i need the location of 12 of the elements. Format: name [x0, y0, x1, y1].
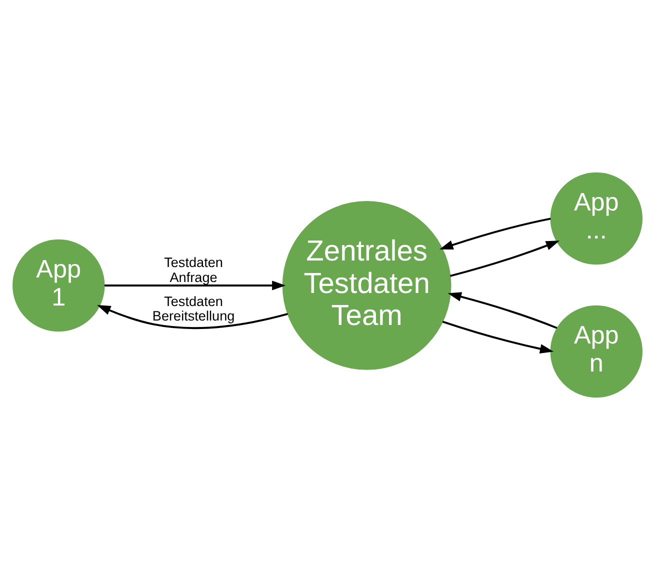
arrow: [442, 320, 554, 354]
edge-label: Testdaten Anfrage: [164, 255, 223, 285]
node-circle: Zentrales Testdaten Team: [282, 201, 452, 370]
arrow: [448, 292, 558, 329]
node-circle: App 1: [12, 239, 105, 332]
arrow: [450, 240, 560, 277]
arrow: [97, 304, 288, 329]
edge-label: Testdaten Bereitstellung: [152, 294, 235, 324]
node-circle: App n: [550, 305, 642, 398]
node-circle: App ...: [550, 172, 642, 265]
arrow: [104, 280, 286, 290]
arrow: [440, 218, 551, 250]
